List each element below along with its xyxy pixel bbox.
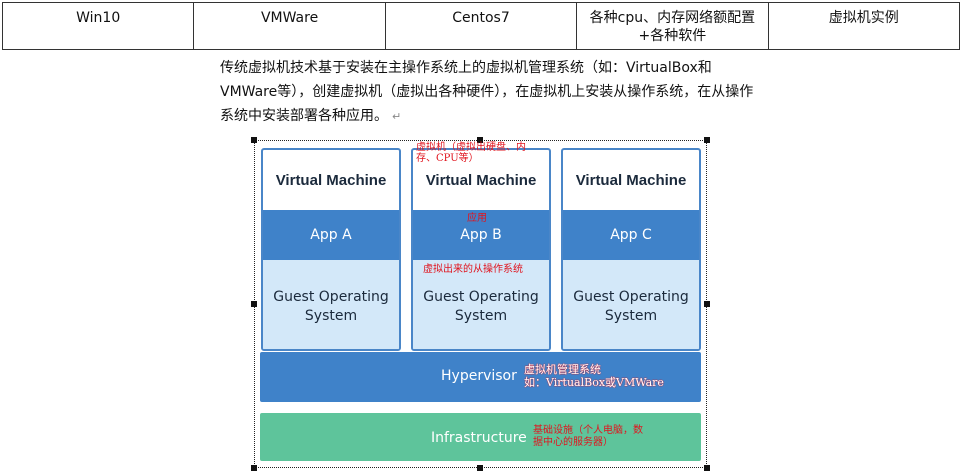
resize-handle-bottom-left[interactable] — [251, 465, 257, 471]
hypervisor-label: Hypervisor — [441, 368, 517, 384]
table-cell-os[interactable]: Win10 — [1, 2, 195, 50]
infrastructure-layer: Infrastructure 基础设施（个人电脑，数 据中心的服务器） — [260, 413, 701, 461]
guest-os-note: 虚拟出来的从操作系统 — [423, 264, 523, 275]
vm-guest-os: Guest Operating System — [263, 260, 399, 349]
vm-note-line2: 存、CPU等） — [416, 153, 479, 164]
infrastructure-note-line2: 据中心的服务器） — [533, 437, 613, 448]
hypervisor-note-line2: 如：VirtualBox或VMWare — [524, 376, 664, 389]
table-row: Win10 VMWare Centos7 各种cpu、内存网络额配置+各种软件 … — [1, 2, 961, 50]
resize-handle-top[interactable] — [477, 137, 483, 143]
vm-guest-os: Guest Operating System — [563, 260, 699, 349]
resize-handle-bottom-right[interactable] — [704, 465, 710, 471]
body-paragraph[interactable]: 传统虚拟机技术基于安装在主操作系统上的虚拟机管理系统（如：VirtualBox和… — [220, 56, 760, 129]
infrastructure-note-line1: 基础设施（个人电脑，数 — [533, 425, 643, 436]
resize-handle-bottom[interactable] — [477, 465, 483, 471]
app-note: 应用 — [467, 213, 487, 224]
spec-table: Win10 VMWare Centos7 各种cpu、内存网络额配置+各种软件 … — [1, 2, 961, 50]
vm-architecture-figure[interactable]: Virtual Machine App A Guest Operating Sy… — [251, 137, 710, 471]
table-cell-virtualizer[interactable]: VMWare — [193, 2, 386, 50]
resize-handle-left[interactable] — [251, 301, 257, 307]
vm-title: Virtual Machine — [275, 171, 387, 189]
resize-handle-top-left[interactable] — [251, 137, 257, 143]
paragraph-text: 传统虚拟机技术基于安装在主操作系统上的虚拟机管理系统（如：VirtualBox和… — [220, 60, 754, 124]
vm-box-a: Virtual Machine App A Guest Operating Sy… — [261, 148, 401, 351]
paragraph-return-mark: ↵ — [392, 110, 402, 123]
hypervisor-layer: Hypervisor 虚拟机管理系统 如：VirtualBox或VMWare — [260, 352, 701, 402]
vm-title: Virtual Machine — [425, 171, 537, 189]
table-cell-guest-os[interactable]: Centos7 — [384, 2, 578, 50]
table-cell-instance[interactable]: 虚拟机实例 — [767, 2, 961, 50]
vm-app: App A — [263, 210, 399, 260]
vm-title: Virtual Machine — [575, 171, 687, 189]
vm-app: App B — [413, 210, 549, 260]
hypervisor-note-line1: 虚拟机管理系统 — [524, 363, 601, 376]
vm-box-b: Virtual Machine App B Guest Operating Sy… — [411, 148, 551, 351]
infrastructure-label: Infrastructure — [431, 430, 527, 446]
vm-note-line1: 虚拟机（虚拟出硬盘、内 — [416, 142, 526, 153]
vm-box-c: Virtual Machine App C Guest Operating Sy… — [561, 148, 701, 351]
vm-app: App C — [563, 210, 699, 260]
table-cell-config[interactable]: 各种cpu、内存网络额配置+各种软件 — [576, 2, 769, 50]
vm-guest-os: Guest Operating System — [413, 260, 549, 349]
resize-handle-right[interactable] — [704, 301, 710, 307]
resize-handle-top-right[interactable] — [704, 137, 710, 143]
